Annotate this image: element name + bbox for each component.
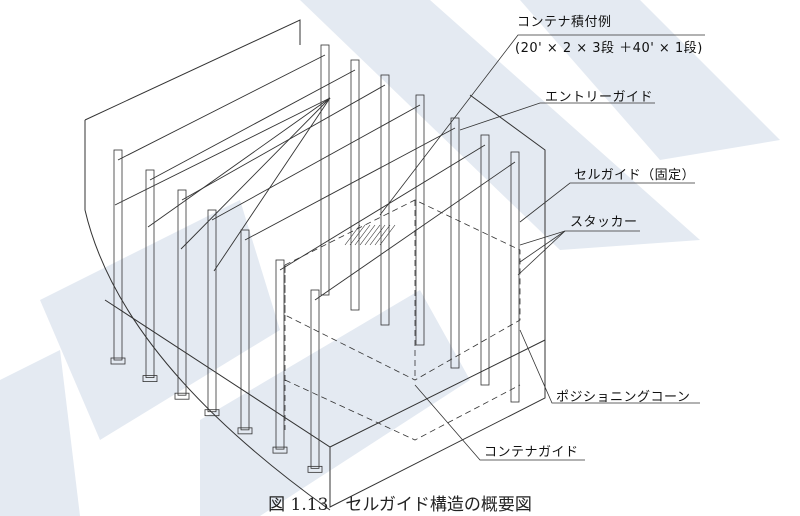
hatch-mark [344, 224, 361, 246]
container-example-outline [284, 199, 521, 441]
post-base-plate [142, 375, 158, 383]
hatch-mark [374, 224, 391, 246]
leader-loading-example [379, 34, 705, 216]
hull-outline [84, 19, 331, 511]
guide-rail [117, 54, 326, 161]
cell-guide-post [415, 94, 425, 346]
cell-guide-post [380, 74, 390, 326]
cell-guide-post [145, 169, 155, 379]
leader-stacker-3 [517, 230, 566, 276]
label-container-guide: コンテナガイド [484, 445, 579, 460]
guide-rail [279, 144, 486, 271]
label-entry-guide: エントリーガイド [545, 90, 654, 105]
cell-guide-post [480, 134, 490, 386]
post-base-plate [237, 427, 253, 435]
cell-guide-post [240, 229, 250, 431]
hatch-mark [369, 224, 386, 246]
transverse-rail [180, 97, 331, 250]
cell-guide-post [320, 44, 330, 296]
label-stacker: スタッカー [570, 215, 638, 230]
cell-guide-post [177, 189, 187, 396]
post-base-plate [174, 392, 190, 400]
label-loading-example: コンテナ積付例 [517, 15, 612, 30]
transverse-rail [114, 97, 331, 206]
guide-rail [211, 104, 421, 221]
deck-slab [104, 299, 546, 508]
transverse-rail [147, 97, 331, 228]
hatch-mark [349, 224, 366, 246]
hatch-mark [364, 224, 381, 246]
bulkhead [469, 94, 546, 340]
leader-stacker-1 [519, 230, 640, 246]
guide-rail [149, 69, 356, 181]
leader-container-guide [414, 384, 585, 461]
guide-rail [181, 84, 386, 201]
cell-guide-post [113, 149, 123, 361]
label-loading-example-detail: (20' × 2 × 3段 ＋40' × 1段) [515, 41, 703, 56]
leader-cell-guide [519, 182, 695, 223]
cell-guide-post [207, 209, 217, 413]
leader-entry-guide [459, 102, 655, 131]
label-positioning-cone: ポジショニングコーン [556, 390, 691, 405]
cell-guide-post [275, 259, 285, 450]
cell-guide-post [510, 151, 520, 403]
transverse-rail [213, 97, 331, 272]
hatch-mark [379, 224, 396, 246]
cell-guide-post [310, 289, 320, 469]
post-base-plate [307, 465, 323, 473]
post-base-plate [110, 357, 126, 365]
cell-guide-post [350, 59, 360, 311]
leader-positioning-cone [519, 329, 700, 404]
post-base-plate [272, 446, 288, 454]
label-cell-guide: セルガイド（固定） [574, 168, 696, 183]
leader-stacker-2 [519, 230, 566, 263]
hatch-mark [354, 224, 371, 246]
guide-rail [244, 127, 456, 241]
cell-guide-post [450, 117, 460, 369]
post-base-plate [204, 409, 220, 417]
hatch-mark [359, 224, 376, 246]
figure-caption: 図 1.13 セルガイド構造の概要図 [268, 495, 532, 515]
